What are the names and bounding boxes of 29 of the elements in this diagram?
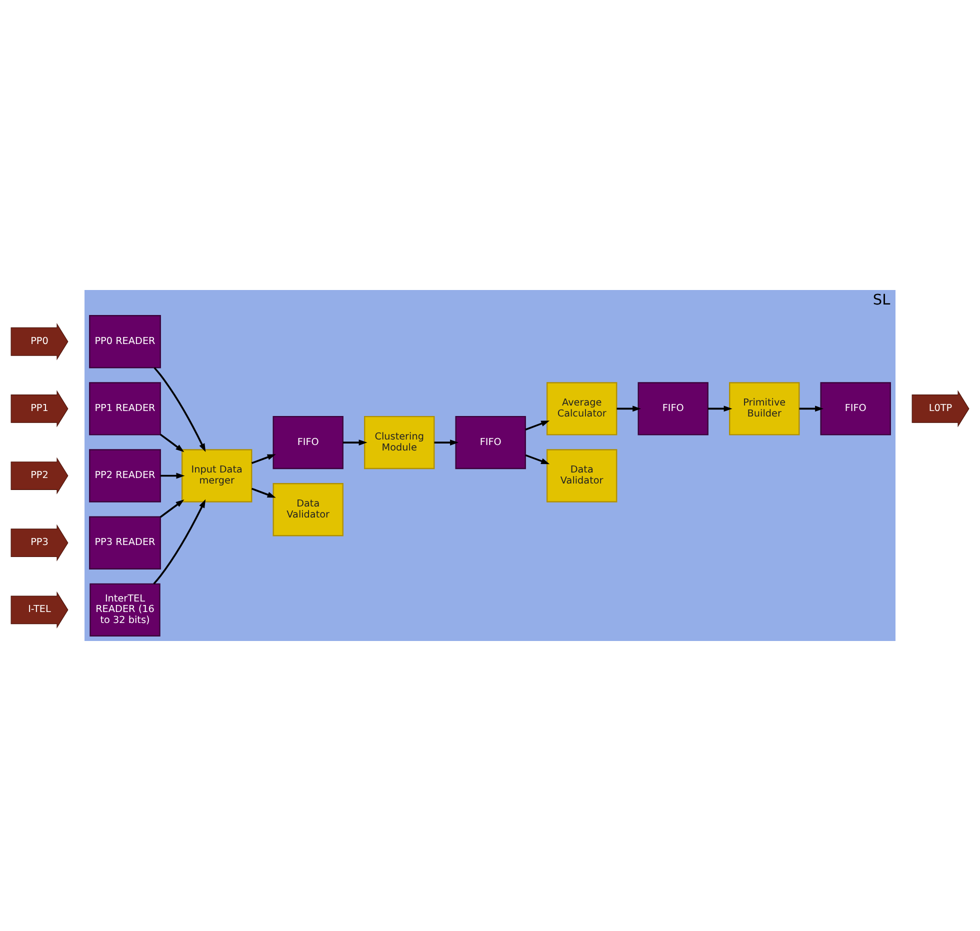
node-box: PP2 READER — [89, 449, 161, 502]
arrow — [160, 434, 184, 452]
arrow — [251, 488, 276, 498]
arrow — [708, 406, 732, 412]
node-box: PP1 READER — [89, 382, 161, 436]
arrow — [525, 420, 550, 430]
arrow — [434, 440, 459, 446]
arrow — [799, 406, 824, 412]
arrow — [160, 472, 185, 479]
arrow — [154, 367, 206, 452]
arrow — [343, 440, 368, 446]
node-box: Data Validator — [546, 449, 618, 502]
node-box: Input Data merger — [182, 449, 252, 502]
node-box: Clustering Module — [364, 416, 435, 470]
node-box: Average Calculator — [546, 382, 618, 436]
arrow — [251, 454, 276, 464]
node-box: FIFO — [820, 382, 891, 436]
arrow — [153, 499, 206, 584]
node-box: FIFO — [272, 416, 344, 470]
arrow — [616, 406, 642, 412]
node-box: Primitive Builder — [729, 382, 800, 436]
arrow — [160, 499, 184, 518]
node-box: InterTEL READER (16 to 32 bits) — [90, 583, 160, 637]
node-box: Data Validator — [272, 483, 344, 536]
node-box: FIFO — [638, 382, 708, 436]
node-box: FIFO — [455, 416, 526, 470]
arrow — [525, 454, 550, 464]
node-box: PP3 READER — [89, 516, 161, 570]
node-box: PP0 READER — [89, 315, 161, 368]
